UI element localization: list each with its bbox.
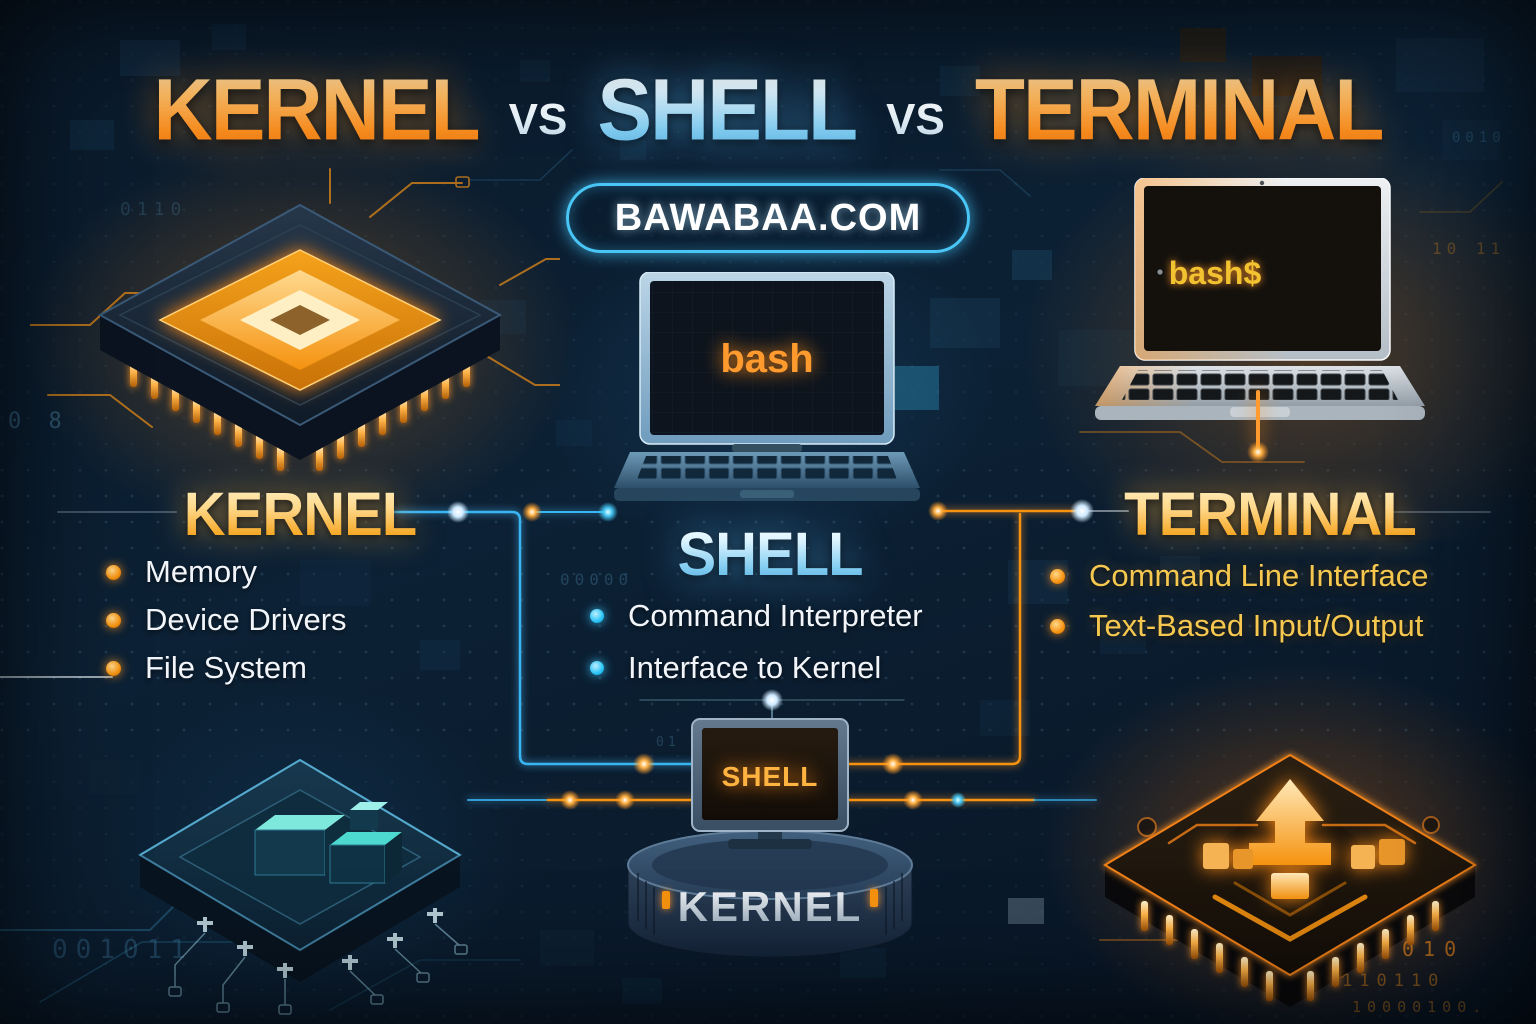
laptop-camera-dot	[1259, 180, 1265, 186]
terminal-section-heading: TERMINAL	[1090, 479, 1450, 549]
bullet-label: Interface to Kernel	[628, 650, 882, 685]
binary-decor: 001011 010 110110 10000100. 00000 0110 1…	[8, 130, 1506, 1016]
terminal-laptop-screen-text: bash$	[1169, 255, 1262, 291]
connector-nodes	[447, 441, 1269, 810]
laptop-keys	[636, 456, 898, 482]
chip-city-blocks	[254, 802, 402, 884]
shell-laptop-screen-text: bash	[720, 337, 813, 381]
site-badge: BAWABAA.COM	[566, 183, 970, 253]
kernel-pedestal-illustration: KERNEL SHELL	[627, 718, 913, 958]
binary-string: 01 0	[656, 735, 703, 750]
blue-chip-illustration	[138, 758, 468, 1015]
kernel-item-file-system: File System	[106, 650, 347, 685]
terminal-item-cli: Command Line Interface	[1050, 558, 1429, 593]
bullet-label: Command Line Interface	[1089, 558, 1429, 593]
bullet-dot	[590, 609, 604, 623]
chip-arrow-glyph	[1203, 779, 1405, 899]
kernel-section-heading: KERNEL	[150, 479, 450, 549]
pedestal-top-inset	[652, 839, 888, 891]
chip-side	[100, 315, 500, 460]
monitor-screen-text: SHELL	[722, 761, 819, 792]
pedestal-indicator-right	[870, 889, 878, 907]
bullet-label: Memory	[145, 554, 257, 589]
terminal-laptop-illustration: bash$	[1095, 178, 1425, 420]
pedestal-indicator-left	[662, 891, 670, 909]
kernel-item-memory: Memory	[106, 554, 347, 589]
shell-item-interface-to-kernel: Interface to Kernel	[590, 650, 923, 685]
chip-face-traces	[1137, 816, 1440, 942]
kernel-to-shell-connector	[386, 510, 700, 766]
bullet-dot	[106, 660, 121, 676]
monitor: SHELL	[691, 718, 849, 849]
bullet-dot	[1050, 568, 1065, 584]
chip-pins	[197, 908, 443, 978]
shell-bullet-list: Command Interpreter Interface to Kernel	[590, 598, 923, 685]
laptop-keys	[1122, 370, 1398, 400]
orange-chip-illustration	[1103, 753, 1477, 1007]
title-kernel: KERNEL	[154, 61, 481, 161]
chip-pins	[1141, 901, 1439, 1001]
bullet-dot	[1050, 618, 1065, 634]
bullet-dot	[590, 661, 604, 675]
bullet-label: Device Drivers	[145, 602, 347, 637]
pedestal-label-text: KERNEL	[678, 883, 863, 930]
shell-section-heading: SHELL	[620, 519, 920, 589]
binary-string: 10 11	[1432, 239, 1505, 258]
laptop-trackpad	[740, 490, 794, 498]
screen-cursor-dot	[1157, 269, 1163, 275]
bullet-label: Command Interpreter	[628, 598, 923, 633]
terminal-to-monitor-connector	[842, 512, 1022, 766]
title-terminal: TERMINAL	[975, 61, 1385, 161]
title-vs-2: VS	[886, 95, 945, 144]
chip-edge-highlight	[139, 758, 461, 856]
laptop-screen	[1144, 186, 1381, 351]
title-shell: SHELL	[597, 61, 858, 161]
chip-side	[1105, 865, 1475, 1007]
binary-string: 00000	[560, 570, 633, 589]
binary-string: 0110	[120, 199, 187, 220]
binary-string: 0 8	[8, 409, 69, 434]
bullet-dot	[106, 612, 121, 628]
main-title: KERNEL VS SHELL VS TERMINAL	[0, 61, 1536, 161]
site-badge-label: BAWABAA.COM	[614, 196, 922, 239]
kernel-chip-illustration	[30, 168, 560, 471]
title-vs-1: VS	[508, 95, 568, 144]
binary-string: 001011	[52, 935, 194, 965]
laptop-screen-grid	[650, 281, 884, 435]
binary-string: 10000100.	[1352, 998, 1487, 1016]
bullet-label: File System	[145, 650, 307, 685]
binary-string: 0010	[1452, 130, 1506, 146]
terminal-bullet-list: Command Line Interface Text-Based Input/…	[1050, 558, 1429, 643]
shell-item-command-interpreter: Command Interpreter	[590, 598, 923, 633]
bullet-label: Text-Based Input/Output	[1089, 608, 1424, 643]
laptop-hinge	[732, 444, 802, 452]
bullet-dot	[106, 564, 121, 580]
binary-string: 110110	[1342, 971, 1445, 991]
chip-pin-traces	[168, 923, 468, 1015]
kernel-bullet-list: Memory Device Drivers File System	[106, 554, 347, 685]
shell-laptop-illustration: bash	[614, 272, 920, 501]
pedestal-ribs	[637, 873, 903, 935]
chip-gold-core	[158, 249, 442, 391]
kernel-item-device-drivers: Device Drivers	[106, 602, 347, 637]
chip-top-inset	[118, 224, 482, 406]
terminal-item-text-io: Text-Based Input/Output	[1050, 608, 1428, 643]
